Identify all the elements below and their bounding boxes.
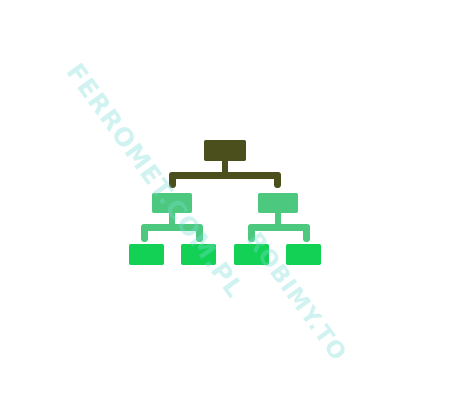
root-stem (222, 160, 228, 174)
right-stem (275, 212, 281, 226)
level2-left-node (152, 193, 192, 213)
leaf-node-2 (181, 244, 216, 265)
right-bar (248, 224, 310, 231)
root-bar (169, 172, 281, 179)
left-right-drop (196, 224, 203, 242)
right-left-drop (248, 224, 255, 242)
level3-nodes (129, 244, 321, 265)
root-connectors (169, 160, 281, 188)
root-left-drop (169, 172, 176, 188)
leaf-node-4 (286, 244, 321, 265)
left-left-drop (141, 224, 148, 242)
leaf-node-3 (234, 244, 269, 265)
left-bar (141, 224, 203, 231)
root-node (204, 140, 246, 161)
leaf-node-1 (129, 244, 164, 265)
level2-right-node (258, 193, 298, 213)
left-stem (169, 212, 175, 226)
root-right-drop (274, 172, 281, 188)
level2-connectors (141, 212, 310, 242)
right-right-drop (303, 224, 310, 242)
